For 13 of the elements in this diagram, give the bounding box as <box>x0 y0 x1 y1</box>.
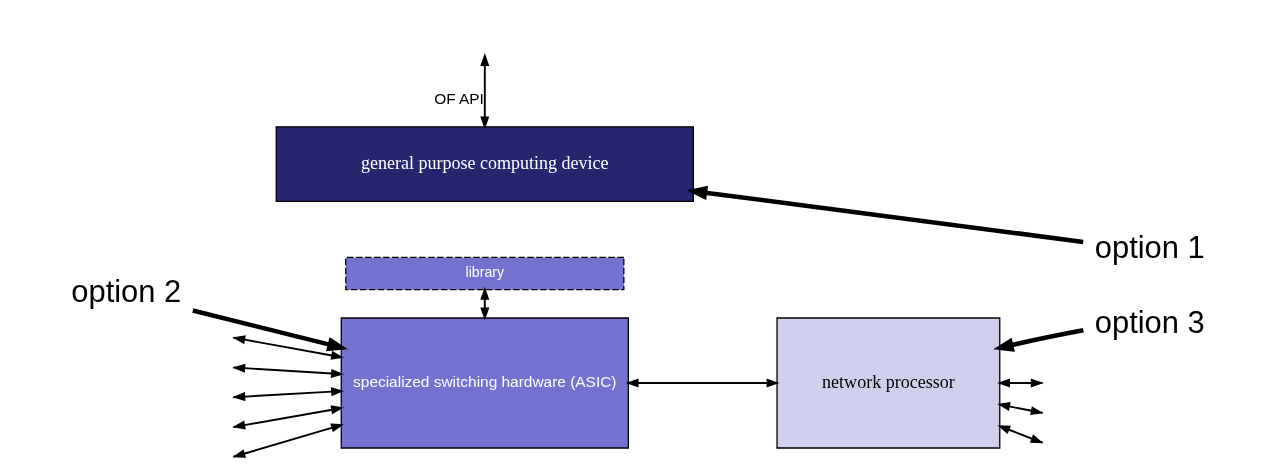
node-text: option 2 <box>71 273 182 309</box>
arrow <box>625 378 780 388</box>
node-text: option 1 <box>1094 229 1205 265</box>
node-box: network processor <box>776 316 1001 449</box>
edge-label: OF API <box>434 89 484 107</box>
node-box: specialized switching hardware (ASIC) <box>340 316 629 449</box>
arrow <box>192 307 348 351</box>
arrow <box>993 327 1084 352</box>
node-box: library <box>345 256 625 290</box>
node-text: option 3 <box>1094 304 1205 340</box>
arrow <box>686 185 1084 244</box>
node-box: general purpose computing device <box>275 125 694 202</box>
arrow <box>480 52 490 129</box>
